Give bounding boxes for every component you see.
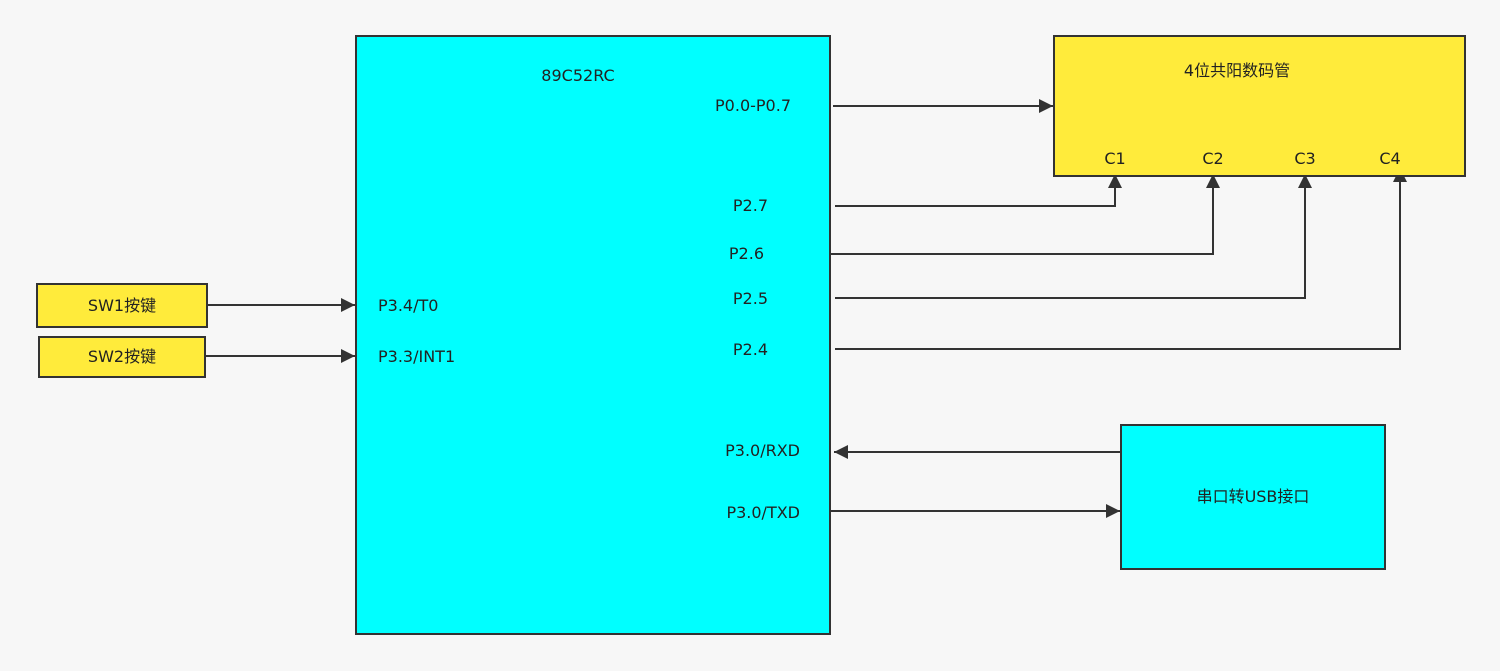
digit-label-c2: C2 <box>1202 149 1224 168</box>
switch-sw1: SW1按键 <box>36 283 208 328</box>
switch-sw2: SW2按键 <box>38 336 206 378</box>
digit-label-c4: C4 <box>1379 149 1401 168</box>
pin-label-p25: P2.5 <box>732 289 768 308</box>
digit-label-c1: C1 <box>1104 149 1126 168</box>
pin-label-p27: P2.7 <box>732 196 768 215</box>
pin-label-p34: P3.4/T0 <box>378 296 439 315</box>
usb-label: 串口转USB接口 <box>1196 487 1310 506</box>
display-title: 4位共阳数码管 <box>1183 61 1291 80</box>
pin-label-rxd: P3.0/RXD <box>725 441 800 460</box>
usb-block: 串口转USB接口 <box>1120 424 1386 570</box>
pin-label-txd: P3.0/TXD <box>726 503 800 522</box>
wire-p24-to-c4 <box>835 168 1407 350</box>
digit-label-c3: C3 <box>1294 149 1316 168</box>
pin-label-p24: P2.4 <box>732 340 768 359</box>
pin-label-p0: P0.0-P0.7 <box>715 96 791 115</box>
switch-sw2-label: SW2按键 <box>87 347 157 366</box>
mcu-block <box>355 35 831 635</box>
wire-p26-to-c2 <box>831 174 1220 255</box>
pin-label-p33: P3.3/INT1 <box>378 347 456 366</box>
pin-label-p26: P2.6 <box>728 244 764 263</box>
wire-p27-to-c1 <box>835 174 1122 207</box>
mcu-title: 89C52RC <box>541 66 615 85</box>
display-block <box>1053 35 1466 177</box>
wire-p25-to-c3 <box>835 174 1312 299</box>
switch-sw1-label: SW1按键 <box>87 295 157 315</box>
